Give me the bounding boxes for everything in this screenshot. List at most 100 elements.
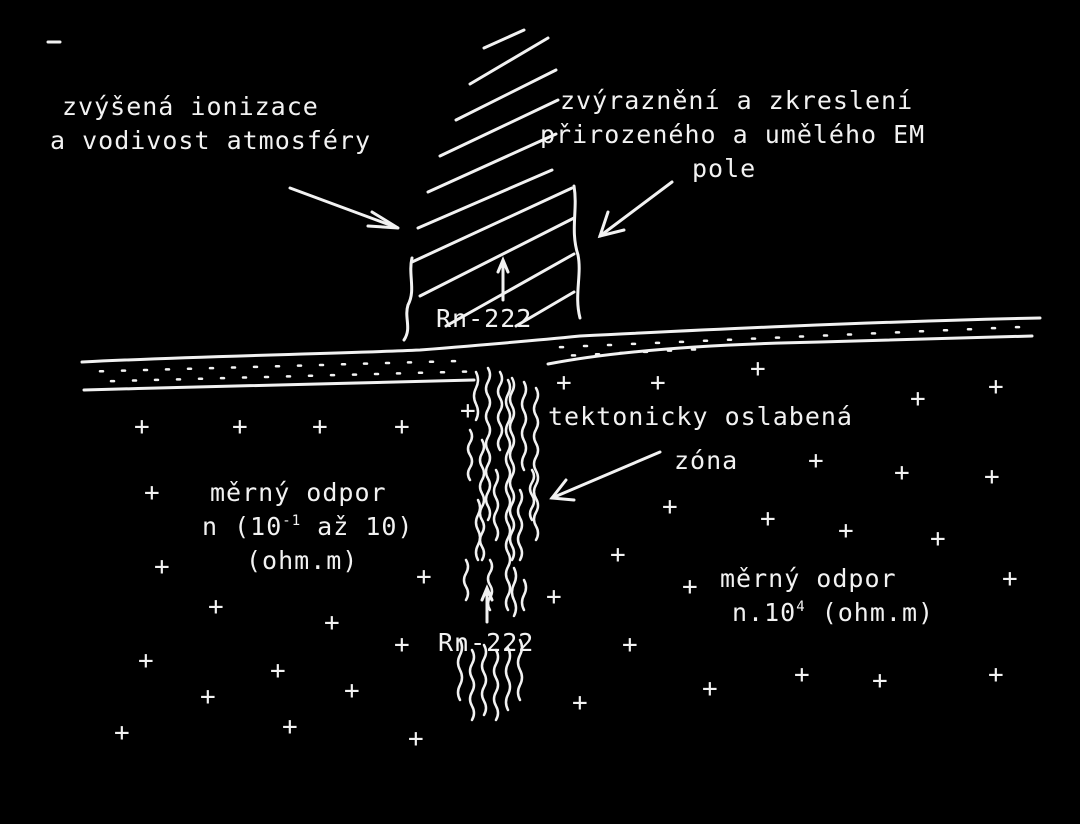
hatch-line [482,28,526,50]
rock-plus-mark: + [144,478,160,508]
hatch-line [410,186,574,264]
rock-plus-mark: + [282,712,298,742]
fault-wave [510,566,518,618]
label-resistivity-left: měrný odpor n (10-1 až 10) (ohm.m) [202,476,413,578]
rock-plus-mark: + [682,572,698,602]
soil-bottom-left [82,378,476,392]
rock-plus-mark: + [930,524,946,554]
rock-plus-mark: + [546,582,562,612]
fault-wave [480,643,488,717]
fault-wave [508,376,516,562]
rock-plus-mark: + [702,674,718,704]
label-resistivity-left-line2: n (10-1 až 10) [202,512,414,541]
rock-plus-mark: + [208,592,224,622]
fault-wave [478,438,486,562]
rock-plus-mark: + [988,660,1004,690]
label-resistivity-right-line1: měrný odpor [720,564,897,593]
hatch-line [454,68,558,122]
soil-top [80,316,1042,364]
fault-wave [466,428,474,482]
rock-plus-mark: + [416,562,432,592]
rock-plus-mark: + [750,354,766,384]
rock-plus-mark: + [114,718,130,748]
label-radon-lower: Rn-222 [438,628,535,657]
hatch-line [514,290,576,328]
rock-plus-mark: + [200,682,216,712]
hatch-line [418,216,576,298]
atmosphere-hatching [410,28,576,328]
fault-wave [462,558,470,602]
rock-plus-mark: + [460,396,476,426]
hatch-line [416,168,554,230]
fault-wave [504,646,512,712]
fault-wave [520,578,528,612]
hatch-line [438,98,560,158]
label-atmosphere: zvýšená ionizace a vodivost atmosféry [50,90,371,158]
arrow-to-atmosphere [288,186,400,230]
rock-plus-mark: + [134,412,150,442]
fault-wave [456,638,464,702]
fault-wave [528,468,536,522]
rock-plus-mark: + [138,646,154,676]
label-em-field-line1: zvýraznění a zkreslení [560,86,914,115]
fault-wave [492,468,500,542]
fault-wave [532,386,540,542]
rock-plus-mark: + [408,724,424,754]
rock-plus-mark: + [760,504,776,534]
arrow-to-atmosphere-head [366,210,399,230]
soil-bottom-right [546,334,1034,366]
fault-wave [484,366,492,522]
arrow-to-zone [550,450,662,500]
rock-plus-mark: + [662,492,678,522]
rock-plus-mark: + [838,516,854,546]
column-right-edge [572,184,582,320]
label-resistivity-right-line2: n.104 (ohm.m) [732,598,935,627]
rock-plus-mark: + [650,368,666,398]
label-resistivity-left-line3: (ohm.m) [246,546,359,575]
rock-plus-mark: + [394,412,410,442]
fault-wave [474,498,482,562]
fault-wave [516,638,524,702]
rock-plus-mark: + [872,666,888,696]
rock-plus-mark: + [344,676,360,706]
fault-wave [504,378,512,612]
rock-plus-mark: + [572,688,588,718]
fault-wave [516,488,524,562]
rock-plus-mark: + [894,458,910,488]
rock-plus-mark: + [270,656,286,686]
fault-wave [472,370,480,422]
fault-zone-lines [456,366,540,722]
rock-plus-mark: + [1002,564,1018,594]
rock-plus-mark: + [808,446,824,476]
soil-dots [98,325,1021,383]
label-resistivity-right: měrný odpor n.104 (ohm.m) [720,562,934,630]
rock-plus-mark: + [154,552,170,582]
fault-wave [496,370,504,452]
label-tectonic-zone-line2: zóna [674,446,739,475]
fault-wave [492,648,500,722]
rock-plus-mark: + [984,462,1000,492]
rock-plus-mark: + [312,412,328,442]
hatch-line [468,36,550,86]
fault-wave [468,648,476,722]
rock-plus-mark: + [794,660,810,690]
label-tectonic-zone-line1: tektonicky oslabená [548,402,853,431]
rock-plus-mark: + [324,608,340,638]
fault-wave [486,558,494,612]
label-atmosphere-line1: zvýšená ionizace [62,92,319,121]
rock-plus-mark: + [556,368,572,398]
rock-plus-mark: + [910,384,926,414]
rock-plus-mark: + [610,540,626,570]
arrow-to-field-head [597,210,626,239]
rock-plus-mark: + [988,372,1004,402]
fault-wave [520,380,528,472]
label-em-field-line2: přirozeného a umělého EM [540,120,926,149]
rock-plus-mark: + [394,630,410,660]
column-left-edge [402,256,414,342]
arrow-to-field [598,180,674,238]
label-em-field-line3: pole [692,154,757,183]
label-resistivity-left-line1: měrný odpor [210,478,387,507]
label-radon-upper: Rn-222 [436,304,533,333]
